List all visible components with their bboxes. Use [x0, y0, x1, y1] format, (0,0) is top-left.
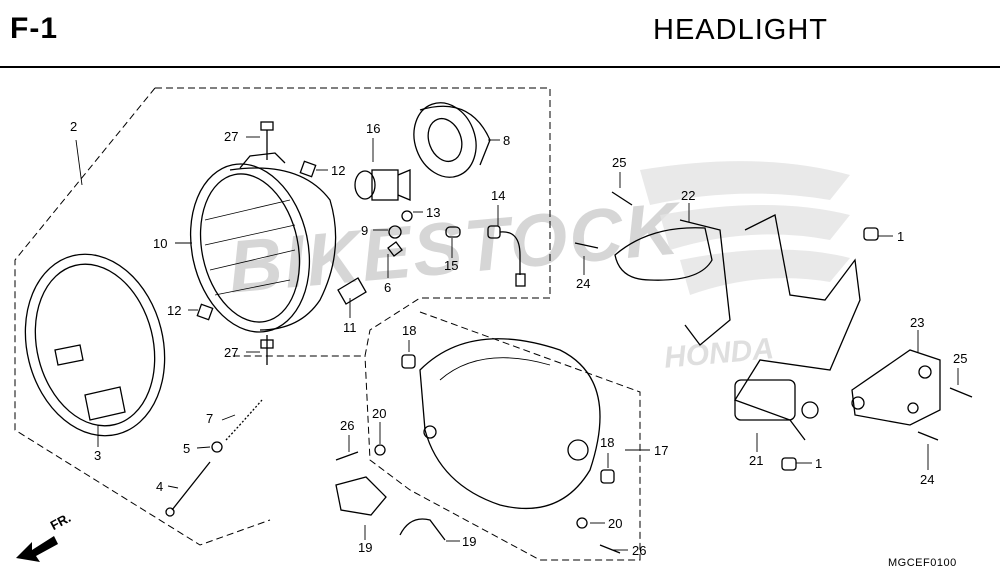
callout-20: 20 [372, 406, 386, 421]
callout-17: 17 [654, 443, 668, 458]
callout-11: 11 [343, 320, 357, 335]
diagram-title: HEADLIGHT [653, 14, 828, 46]
position-light-wire-part [487, 225, 526, 287]
callout-16: 16 [366, 121, 380, 136]
header-divider [0, 66, 1000, 68]
screw-27 [260, 121, 274, 365]
adjust-screw-spring [165, 399, 263, 517]
callout-21: 21 [749, 453, 763, 468]
callout-7: 7 [206, 411, 213, 426]
callout-22: 22 [681, 188, 695, 203]
honda-wing-watermark [640, 161, 850, 295]
callout-15: 15 [444, 258, 458, 273]
callout-5: 5 [183, 441, 190, 456]
callout-23: 23 [910, 315, 924, 330]
callout-3: 3 [94, 448, 101, 463]
callout-25: 25 [612, 155, 626, 170]
callout-24: 24 [576, 276, 590, 291]
callout-8: 8 [503, 133, 510, 148]
bolts-24-25 [574, 191, 973, 471]
bulb-cover-part [413, 102, 491, 178]
callout-18: 18 [402, 323, 416, 338]
callout-9: 9 [361, 223, 368, 238]
headlight-stay-21 [734, 214, 861, 441]
callout-labels: 2 27 16 8 12 10 13 9 14 15 6 12 11 27 18… [70, 119, 967, 558]
callout-14: 14 [491, 188, 505, 203]
callout-leader-lines [75, 136, 959, 551]
callout-12: 12 [331, 163, 345, 178]
callout-19b: 19 [462, 534, 476, 549]
callout-19: 19 [358, 540, 372, 555]
callout-13: 13 [426, 205, 440, 220]
headlight-rim-part [24, 253, 166, 437]
callout-10: 10 [153, 236, 167, 251]
callout-1: 1 [897, 229, 904, 244]
clamps-collars-bolts [335, 354, 621, 554]
headlight-unit-part [189, 152, 337, 333]
callout-12b: 12 [167, 303, 181, 318]
front-direction-arrow-icon [16, 536, 58, 562]
callout-24b: 24 [920, 472, 934, 487]
headlight-bulb-part [354, 169, 411, 201]
callout-27b: 27 [224, 345, 238, 360]
assembly-group-outline [14, 87, 641, 561]
callout-6: 6 [384, 280, 391, 295]
callout-26b: 26 [632, 543, 646, 558]
headlight-case-part [419, 338, 601, 509]
small-fittings [196, 160, 461, 321]
callout-2: 2 [70, 119, 77, 134]
diagram-reference-code: MGCEF0100 [888, 557, 957, 569]
callout-25b: 25 [953, 351, 967, 366]
callout-4: 4 [156, 479, 163, 494]
headlight-bracket-22 [614, 219, 731, 346]
callout-18b: 18 [600, 435, 614, 450]
callout-20b: 20 [608, 516, 622, 531]
callout-26: 26 [340, 418, 354, 433]
callout-27: 27 [224, 129, 238, 144]
bracket-23 [851, 349, 941, 426]
diagram-section-code: F-1 [10, 12, 58, 45]
callout-1b: 1 [815, 456, 822, 471]
